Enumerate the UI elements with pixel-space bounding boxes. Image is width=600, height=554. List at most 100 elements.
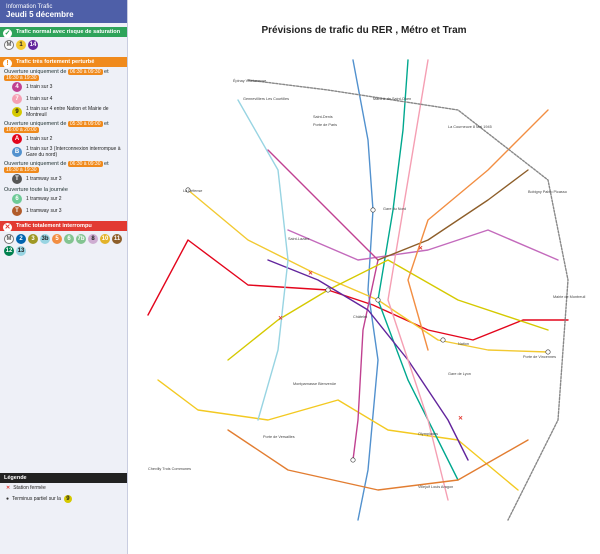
closed-station-icon: ✕: [458, 415, 463, 422]
tram-badge[interactable]: T: [12, 174, 22, 184]
time-pill: 16:30 à 19:30: [4, 75, 39, 81]
legend: Légende ✕Station fermée ●Terminus partie…: [0, 473, 127, 554]
line-14-badge[interactable]: 14: [28, 40, 38, 50]
normal-lines: M 1 14: [0, 37, 127, 53]
map-line-t3: [227, 429, 529, 491]
station-marker: [375, 297, 381, 303]
header-date: Jeudi 5 décembre: [6, 10, 74, 19]
rer-b-badge[interactable]: B: [12, 147, 22, 157]
line-status-text: 1 tramway sur 2: [26, 196, 62, 202]
close-icon: ✕: [3, 222, 12, 232]
section-title: Ouverture toute la journée: [4, 187, 68, 193]
check-icon: ✓: [3, 28, 12, 38]
line-10-badge[interactable]: 10: [100, 234, 110, 244]
time-pill: 06:30 à 09:30: [67, 69, 103, 75]
station-marker: [350, 457, 356, 463]
closed-station-icon: ✕: [418, 245, 423, 252]
station-label: Porte de Vincennes: [523, 355, 556, 359]
interrupted-traffic-banner: ✕ Trafic totalement interrompu: [0, 221, 127, 232]
rer-a-badge[interactable]: A: [12, 134, 22, 144]
line-5-badge[interactable]: 5: [52, 234, 62, 244]
station-marker: [325, 287, 331, 293]
metro-mode-icon: M: [4, 40, 14, 50]
line-status-row: T 1 tramway sur 3: [0, 173, 127, 185]
info-header: Information Trafic Jeudi 5 décembre: [0, 0, 127, 23]
line-9-badge[interactable]: 9: [12, 107, 22, 117]
map-line-m9: [227, 259, 549, 361]
line-status-row: 6 1 tramway sur 2: [0, 193, 127, 205]
station-marker: [185, 187, 191, 193]
line-2-badge[interactable]: 2: [16, 234, 26, 244]
line-status-row: B 1 train sur 3 (Interconnexion interromp…: [0, 145, 127, 159]
closed-station-icon: ✕: [278, 315, 283, 322]
perturbed-section-1: Ouverture uniquement de 06:30 à 09:30 et…: [0, 67, 127, 119]
perturbed-section-2: Ouverture uniquement de 05:30 à 09:00 et…: [0, 119, 127, 159]
time-pill: 06:30 à 09:30: [67, 161, 103, 167]
info-sidebar: Information Trafic Jeudi 5 décembre ✓ Tr…: [0, 0, 128, 554]
line-4-badge[interactable]: 4: [12, 82, 22, 92]
pill-and: et: [104, 161, 109, 167]
section-title: Ouverture uniquement de: [4, 69, 67, 75]
perturbed-section-3: Ouverture uniquement de 06:30 à 09:30 et…: [0, 159, 127, 185]
station-label: Olympiades: [418, 432, 438, 436]
station-label: Châtelet: [353, 315, 368, 319]
station-label: Marché de Saint-Ouen: [373, 97, 411, 101]
legend-item-label: Station fermée: [13, 485, 46, 491]
station-label: Épinay Villetaneuse: [233, 78, 266, 83]
station-label: Nation: [458, 342, 469, 346]
line-8-badge[interactable]: 8: [88, 234, 98, 244]
pill-and: et: [104, 121, 109, 127]
perturbed-traffic-label: Trafic très fortement perturbé: [16, 59, 95, 65]
map-line-m11: [377, 169, 529, 261]
station-label: Porte de Versailles: [263, 435, 295, 439]
station-marker: [370, 207, 376, 213]
tram-6-badge[interactable]: 6: [12, 194, 22, 204]
station-label: Mairie de Montreuil: [553, 295, 585, 299]
station-label: La Défense: [183, 189, 202, 193]
terminus-icon: ●: [6, 496, 10, 502]
line-13-badge[interactable]: 13: [16, 246, 26, 256]
map-line-m7: [387, 59, 449, 501]
map-line-tram: [247, 79, 569, 521]
metro-mode-icon: M: [4, 234, 14, 244]
header-kicker: Information Trafic: [6, 4, 53, 10]
line-status-text: 1 train sur 2: [26, 136, 53, 142]
station-label: Montparnasse Bienvenüe: [293, 382, 336, 386]
line-3b-badge[interactable]: 3b: [40, 234, 50, 244]
line-12-badge[interactable]: 12: [4, 246, 14, 256]
perturbed-section-4: Ouverture toute la journée 6 1 tramway su…: [0, 185, 127, 217]
map-line-m5: [407, 109, 549, 351]
line-status-text: 1 train sur 3 (Interconnexion interrompu…: [26, 146, 121, 158]
line-status-text: 1 train sur 4 entre Nation et Mairie de …: [26, 106, 109, 118]
line-1-badge[interactable]: 1: [16, 40, 26, 50]
station-label: Villejuif Louis Aragon: [418, 485, 453, 489]
normal-traffic-label: Trafic normal avec risque de saturation: [16, 29, 121, 35]
time-pill: 16:30 à 19:30: [4, 167, 39, 173]
normal-traffic-banner: ✓ Trafic normal avec risque de saturatio…: [0, 27, 127, 38]
map-line-m13: [237, 99, 289, 421]
station-label: Saint-Lazare: [288, 237, 310, 241]
line-11-badge[interactable]: 11: [112, 234, 122, 244]
line-7b-badge[interactable]: 7b: [76, 234, 86, 244]
interrupted-traffic-label: Trafic totalement interrompu: [16, 223, 92, 229]
map-line-rer-c: [157, 379, 519, 491]
map-line-rer-e: [287, 229, 559, 261]
tram-badge[interactable]: T: [12, 206, 22, 216]
line-9-badge: 9: [63, 495, 72, 503]
line-3-badge[interactable]: 3: [28, 234, 38, 244]
time-pill: 16:00 à 20:00: [4, 127, 39, 133]
closed-station-icon: ✕: [6, 485, 11, 491]
station-label: Saint-Denis: [313, 115, 333, 119]
map-line-m1: [187, 189, 549, 353]
line-7-badge[interactable]: 7: [12, 94, 22, 104]
station-label: Gare du Nord: [383, 207, 406, 211]
line-status-text: 1 tramway sur 3: [26, 176, 62, 182]
time-pill: 05:30 à 09:00: [67, 121, 103, 127]
line-status-row: A 1 train sur 2: [0, 133, 127, 145]
map-line-m14: [267, 259, 469, 461]
line-6-badge[interactable]: 6: [64, 234, 74, 244]
warning-icon: !: [3, 58, 12, 68]
